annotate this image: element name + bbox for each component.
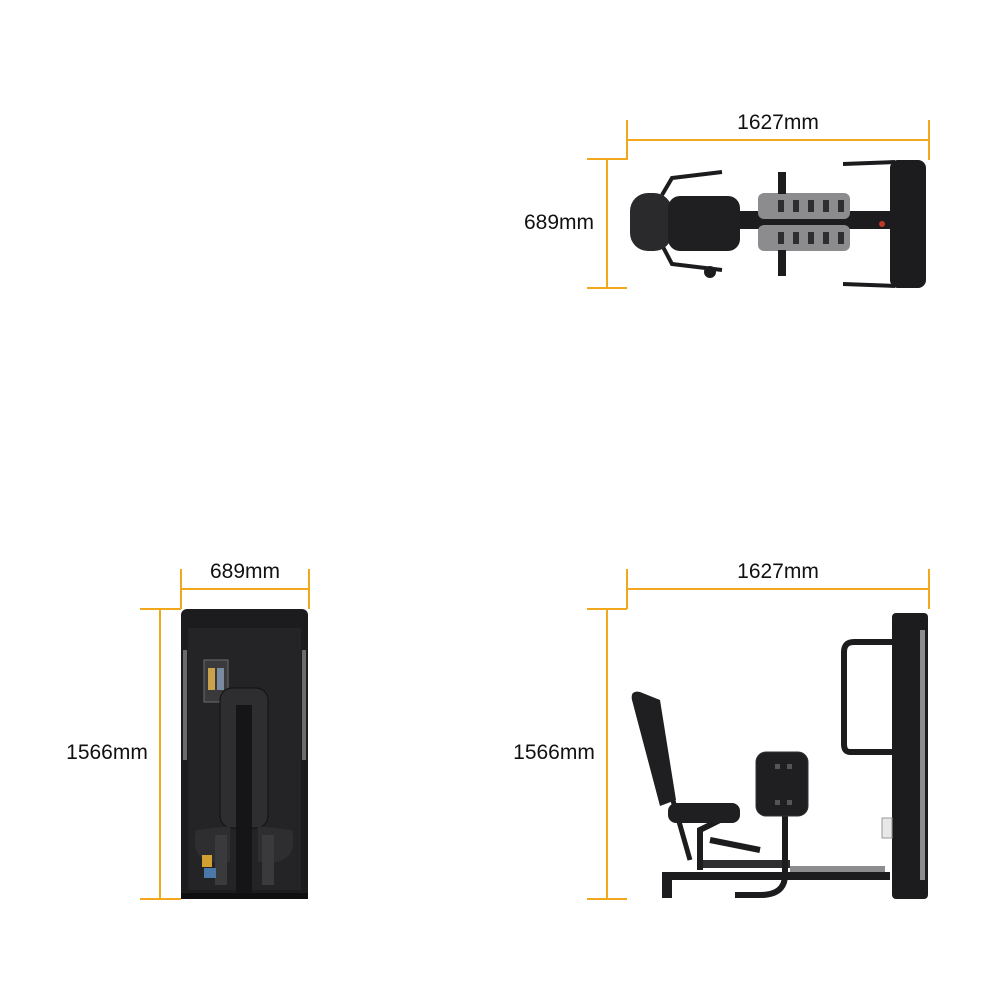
side-width-label: 1627mm bbox=[737, 560, 819, 583]
top-depth-dimension bbox=[587, 158, 627, 289]
front-width-dimension bbox=[180, 569, 310, 609]
top-width-dimension bbox=[626, 120, 930, 160]
top-depth-label: 689mm bbox=[524, 211, 594, 234]
front-width-label: 689mm bbox=[210, 560, 280, 583]
machine-top-view-illustration bbox=[630, 160, 926, 288]
side-height-label: 1566mm bbox=[513, 741, 595, 764]
front-height-dimension bbox=[140, 608, 181, 900]
side-height-dimension bbox=[587, 608, 627, 900]
side-view: 1627mm 1566mm bbox=[513, 560, 930, 900]
side-width-dimension bbox=[626, 569, 930, 609]
front-view: 689mm 1566mm bbox=[66, 560, 310, 900]
front-height-label: 1566mm bbox=[66, 741, 148, 764]
machine-front-view-illustration bbox=[181, 609, 308, 899]
top-view: 1627mm 689mm bbox=[524, 111, 930, 289]
top-width-label: 1627mm bbox=[737, 111, 819, 134]
machine-side-view-illustration bbox=[631, 613, 928, 899]
